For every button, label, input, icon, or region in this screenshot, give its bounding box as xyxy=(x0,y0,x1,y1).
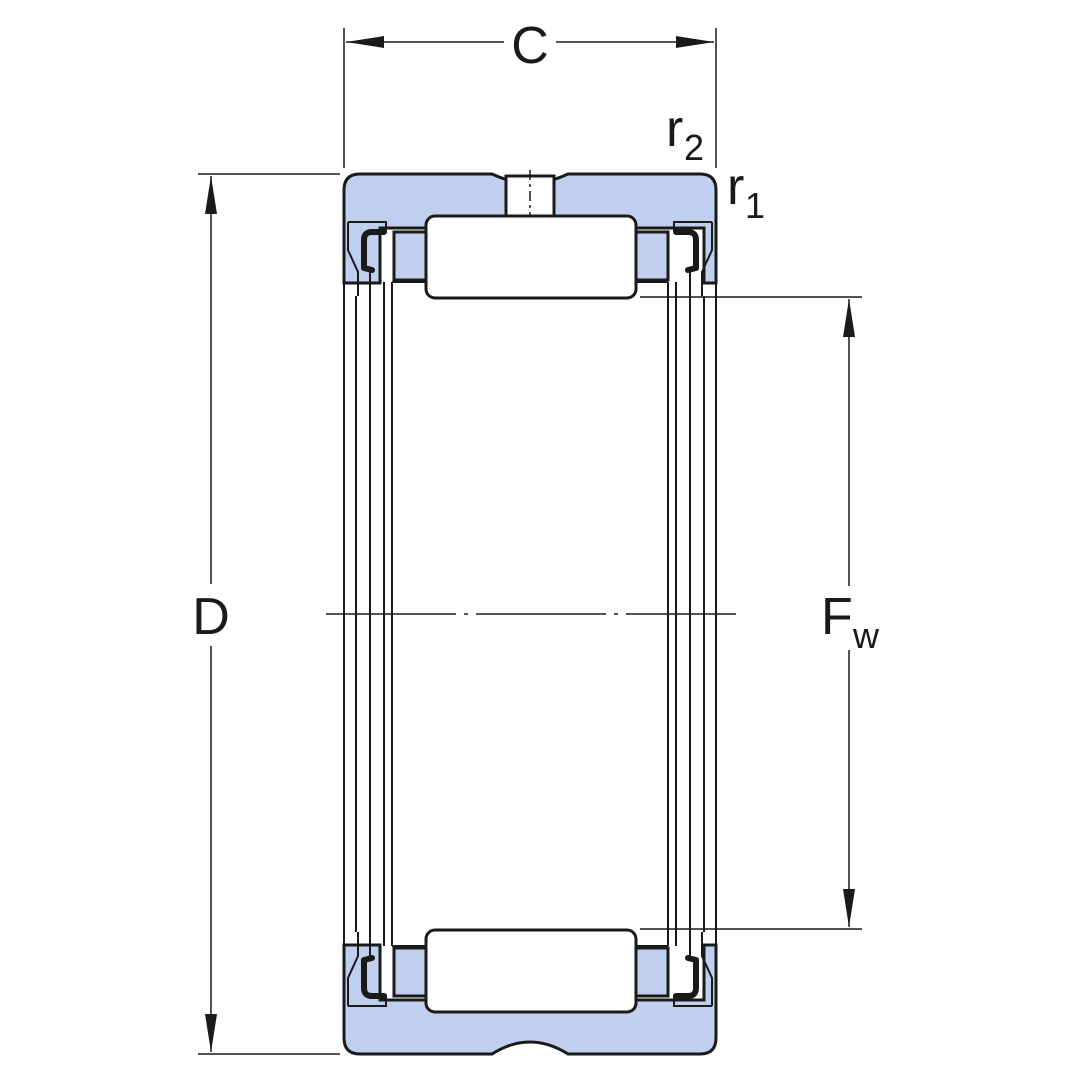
cage-lip-bottom-left xyxy=(392,946,430,998)
radius-r1-subscript: 1 xyxy=(745,185,765,226)
needle-roller-top xyxy=(424,214,638,300)
dimension-fw: F w xyxy=(640,296,880,930)
cage-lip-bottom-right xyxy=(632,946,670,998)
radius-r2: r 2 xyxy=(666,100,704,168)
outer-ring-bottom-section xyxy=(342,943,718,1056)
needle-roller-bottom xyxy=(424,928,638,1014)
cage-lip-top-left xyxy=(392,230,430,282)
radius-r2-label: r xyxy=(666,100,683,158)
dimension-c-label: C xyxy=(511,17,549,75)
radius-r1-label: r xyxy=(727,158,744,216)
dimension-d-label: D xyxy=(192,588,230,646)
dimension-c: C xyxy=(343,17,717,168)
radius-r2-subscript: 2 xyxy=(684,127,704,168)
dimension-d: D xyxy=(192,173,340,1055)
dimension-fw-label: F xyxy=(821,588,853,646)
dimension-fw-subscript: w xyxy=(852,615,880,656)
lubrication-hole xyxy=(504,170,556,226)
cage-lip-top-right xyxy=(632,230,670,282)
radius-r1: r 1 xyxy=(727,158,765,226)
